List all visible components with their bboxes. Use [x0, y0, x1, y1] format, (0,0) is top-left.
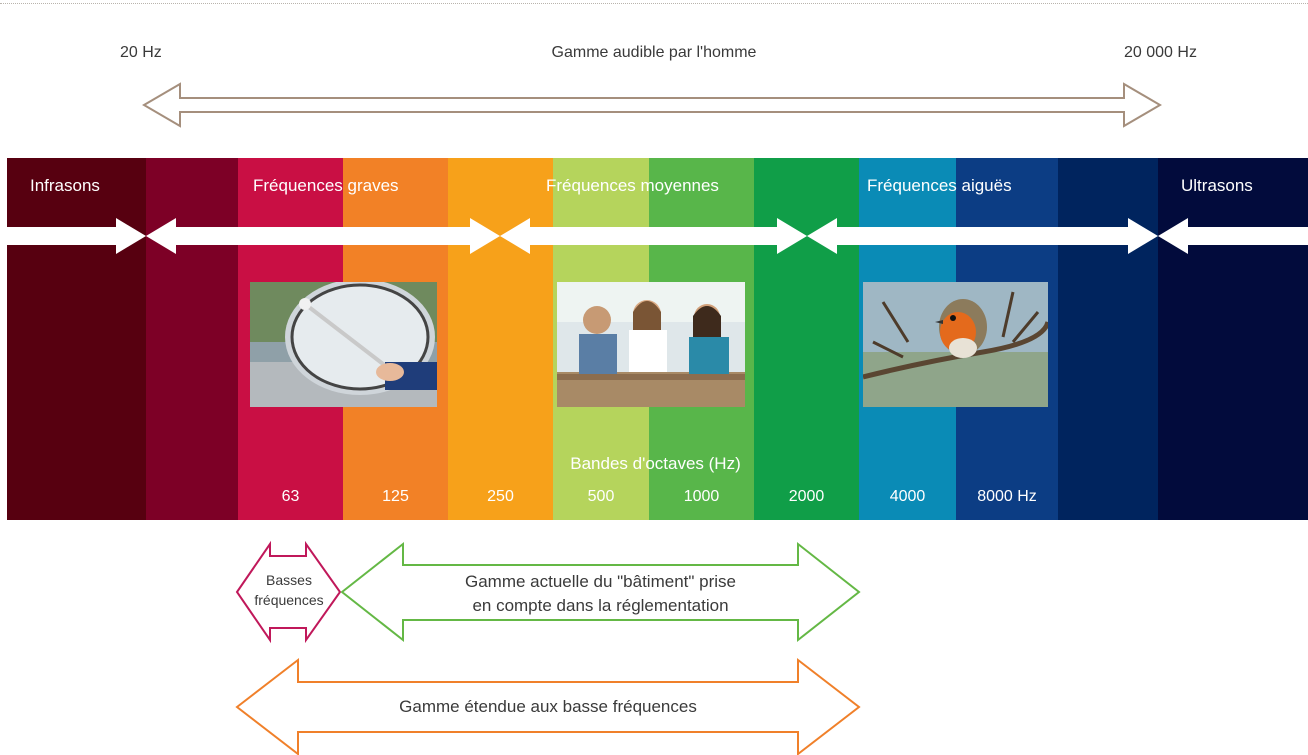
- robin-bird-photo: [863, 282, 1048, 407]
- basses-frequences-text: Basses fréquences: [238, 570, 340, 610]
- low-frequency-label: 20 Hz: [120, 44, 162, 61]
- octave-500: 500: [587, 488, 615, 505]
- octave-63: 63: [281, 488, 300, 505]
- batiment-line1: Gamme actuelle du "bâtiment" prise: [465, 572, 736, 591]
- band-11: [1058, 158, 1158, 520]
- band-2000: [754, 158, 859, 520]
- aigues-label: Fréquences aiguës: [867, 176, 1012, 195]
- octave-250: 250: [487, 488, 514, 505]
- batiment-range-arrow: [340, 541, 861, 643]
- graves-label: Fréquences graves: [253, 176, 399, 195]
- octave-8000: 8000 Hz: [977, 488, 1037, 505]
- graves-double-arrow: [146, 218, 500, 254]
- etendue-range-text: Gamme étendue aux basse fréquences: [399, 697, 697, 716]
- moyennes-label: Fréquences moyennes: [546, 176, 719, 195]
- octave-1000: 1000: [683, 488, 720, 505]
- infrasound-arrow-head: [116, 218, 146, 254]
- basses-line2: fréquences: [254, 592, 324, 608]
- band-infrasound: [7, 158, 146, 520]
- batiment-range-text: Gamme actuelle du "bâtiment" prise en co…: [403, 570, 798, 618]
- people-talking-photo: [557, 282, 745, 407]
- ultrasound-arrow: [1158, 218, 1308, 254]
- band-250: [448, 158, 553, 520]
- batiment-line2: en compte dans la réglementation: [472, 596, 729, 615]
- octave-bands-title: Bandes d'octaves (Hz): [570, 454, 741, 473]
- high-frequency-label: 20 000 Hz: [1124, 44, 1197, 61]
- infrasons-label: Infrasons: [30, 176, 100, 195]
- moyennes-double-arrow: [500, 218, 807, 254]
- basses-frequences-arrow: [235, 540, 342, 644]
- drum-photo: [250, 282, 437, 407]
- octave-4000: 4000: [889, 488, 926, 505]
- white-range-arrows: [7, 218, 1308, 254]
- audible-range-arrow: [142, 82, 1162, 128]
- octave-2000: 2000: [788, 488, 825, 505]
- octave-125: 125: [382, 488, 409, 505]
- basses-line1: Basses: [266, 572, 312, 588]
- band-ultrasound: [1158, 158, 1308, 520]
- audible-range-title: Gamme audible par l'homme: [551, 44, 757, 61]
- ultrasons-label: Ultrasons: [1181, 176, 1253, 195]
- band-2: [146, 158, 238, 520]
- top-dotted-rule: [0, 3, 1308, 4]
- infrasound-arrow-shaft: [7, 227, 119, 245]
- aigues-double-arrow: [807, 218, 1158, 254]
- etendue-range-arrow: [235, 657, 861, 755]
